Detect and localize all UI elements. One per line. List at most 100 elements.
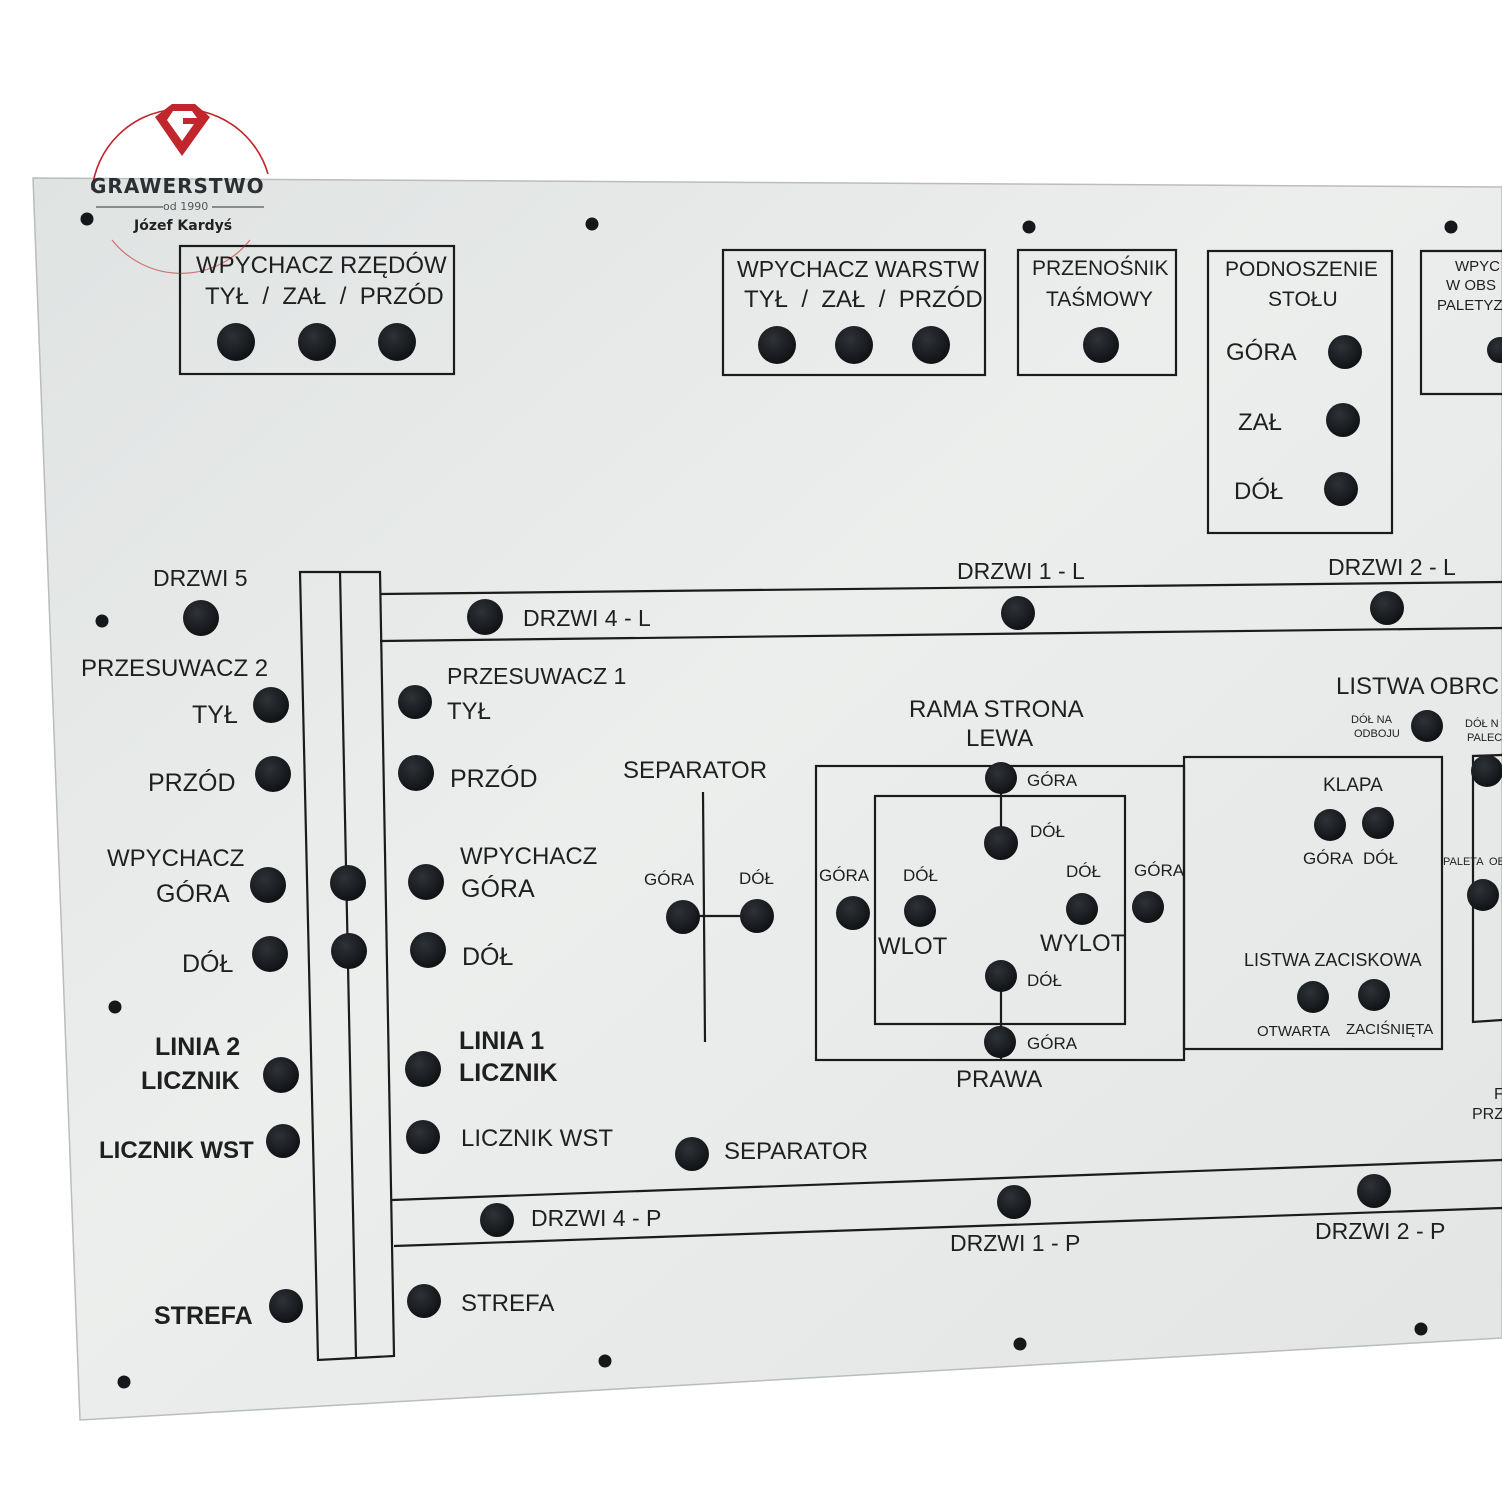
right-przesuwacz: PRZESUWACZ 1 [447, 663, 627, 689]
box-przenosnik [1016, 248, 1178, 377]
rama-dol-bottom: DÓŁ [1027, 971, 1062, 990]
lamp-rama-gora-bottom [984, 1026, 1016, 1058]
label-drzwi-5: DRZWI 5 [153, 565, 248, 591]
lamp-col-dol [331, 933, 367, 969]
rama-gora-bottom: GÓRA [1027, 1034, 1078, 1053]
mounting-hole-7 [117, 1375, 131, 1389]
rama-wlot: WLOT [878, 933, 948, 960]
top-rail-lower [379, 626, 1502, 643]
right-wpychacz: WPYCHACZ [460, 843, 598, 870]
mounting-hole-9 [1013, 1337, 1027, 1351]
wpychacz-warstw-positions: TYŁ / ZAŁ / PRZÓD [744, 286, 983, 313]
lamp-p2-przod [255, 756, 291, 792]
top-rail-upper [379, 580, 1502, 596]
wpych-partial-line2: W OBS [1446, 277, 1497, 294]
wpychacz-warstw-title: WPYCHACZ WARSTW [737, 256, 979, 282]
right-tyl: TYŁ [447, 698, 492, 725]
lamp-l-strefa [269, 1289, 303, 1323]
label-drzwi-2-l: DRZWI 2 - L [1328, 554, 1456, 580]
lamp-drzwi-2-p [1357, 1174, 1391, 1208]
lamp-l-gora [250, 867, 286, 903]
box-podnoszenie [1206, 249, 1394, 535]
edge-label-2: PRZ [1472, 1106, 1502, 1123]
lamp-drzwi-1-p [997, 1185, 1031, 1219]
lamp-l-licznik-wst [266, 1124, 300, 1158]
box-wpychacz-warstw [721, 248, 987, 377]
dol-na-palec-1: DÓŁ N [1465, 718, 1499, 730]
wpychacz-rzedow-title: WPYCHACZ RZĘDÓW [196, 252, 447, 279]
rama-gora-top: GÓRA [1027, 771, 1078, 790]
lamp-drzwi-5 [183, 600, 219, 636]
lamp-drzwi-4-l [467, 599, 503, 635]
mounting-hole-5 [95, 614, 109, 628]
separator-dol: DÓŁ [739, 869, 774, 888]
lamp-r-licznik-wst [406, 1120, 440, 1154]
left-strefa: STREFA [154, 1302, 253, 1330]
lamp-r-strefa [407, 1284, 441, 1318]
logo-g-mark [155, 104, 210, 156]
listwa-zac-title: LISTWA ZACISKOWA [1244, 950, 1422, 970]
column-frame [298, 570, 396, 1362]
rama-gora-left: GÓRA [819, 866, 870, 885]
lamp-sep-dol [740, 899, 774, 933]
right-przod: PRZÓD [450, 765, 538, 793]
mounting-hole-1 [80, 212, 94, 226]
dol-na-odboju-1: DÓŁ NA [1351, 714, 1392, 726]
lamp-drzwi-4-p [480, 1203, 514, 1237]
bottom-rail-lower [393, 1206, 1502, 1248]
lamp-zac-zacisnieta [1358, 979, 1390, 1011]
klapa-box [1182, 755, 1444, 1051]
left-przod: PRZÓD [148, 769, 236, 797]
lamp-separator [675, 1137, 709, 1171]
rama-bottom: PRAWA [956, 1066, 1043, 1093]
lamp-rama-gora-left [836, 896, 870, 930]
lamp-warstw-przod [912, 326, 950, 364]
lamp-stol-gora [1328, 335, 1362, 369]
lamp-warstw-zal [835, 326, 873, 364]
mounting-hole-8 [598, 1354, 612, 1368]
listwa-zac-otwarta: OTWARTA [1257, 1023, 1331, 1040]
right-licznik-wst: LICZNIK WST [461, 1125, 614, 1152]
rama-wylot: WYLOT [1040, 930, 1126, 957]
listwa-obr-title: LISTWA OBRC [1336, 673, 1500, 700]
bottom-rail-upper [391, 1158, 1502, 1202]
lamp-przenosnik [1083, 327, 1119, 363]
right-strefa: STREFA [461, 1290, 555, 1317]
rama-dol-left: DÓŁ [903, 866, 938, 885]
left-przesuwacz: PRZESUWACZ 2 [81, 655, 269, 682]
lamp-p1-tyl [398, 685, 432, 719]
mounting-hole-3 [1022, 220, 1036, 234]
paleta-label: PALETA [1443, 856, 1484, 868]
lamp-rama-dol-top [984, 826, 1018, 860]
podnoszenie-gora: GÓRA [1226, 339, 1297, 366]
wpych-partial-line3: PALETYZ [1437, 297, 1502, 314]
label-drzwi-2-p: DRZWI 2 - P [1315, 1218, 1446, 1244]
rama-gora-right: GÓRA [1134, 861, 1185, 880]
right-linia: LINIA 1 [459, 1027, 545, 1055]
klapa-title: KLAPA [1323, 775, 1383, 796]
lamp-p1-przod [398, 755, 434, 791]
klapa-gora: GÓRA [1303, 849, 1354, 868]
lamp-klapa-gora [1314, 809, 1346, 841]
podnoszenie-line2: STOŁU [1268, 288, 1338, 311]
lamp-rama-gora-top [985, 762, 1017, 794]
label-drzwi-4-l: DRZWI 4 - L [523, 605, 651, 631]
przenosnik-line2: TAŚMOWY [1046, 288, 1153, 311]
lamp-r-dol [410, 932, 446, 968]
mounting-hole-10 [1414, 1322, 1428, 1336]
podnoszenie-dol: DÓŁ [1234, 478, 1284, 505]
separator-bottom-label: SEPARATOR [724, 1138, 869, 1165]
lamp-klapa-dol [1362, 807, 1394, 839]
separator-gora: GÓRA [644, 870, 695, 889]
lamp-rzedow-zal [298, 323, 336, 361]
lamp-rama-dol-left [904, 895, 936, 927]
label-drzwi-1-l: DRZWI 1 - L [957, 558, 1085, 584]
klapa-dol: DÓŁ [1363, 849, 1398, 868]
left-tyl: TYŁ [192, 701, 238, 729]
lamp-l-licznik [263, 1057, 299, 1093]
right-gora: GÓRA [461, 875, 535, 903]
left-licznik: LICZNIK [141, 1067, 240, 1095]
lamp-dol-odboj [1411, 710, 1443, 742]
label-drzwi-1-p: DRZWI 1 - P [950, 1230, 1081, 1256]
